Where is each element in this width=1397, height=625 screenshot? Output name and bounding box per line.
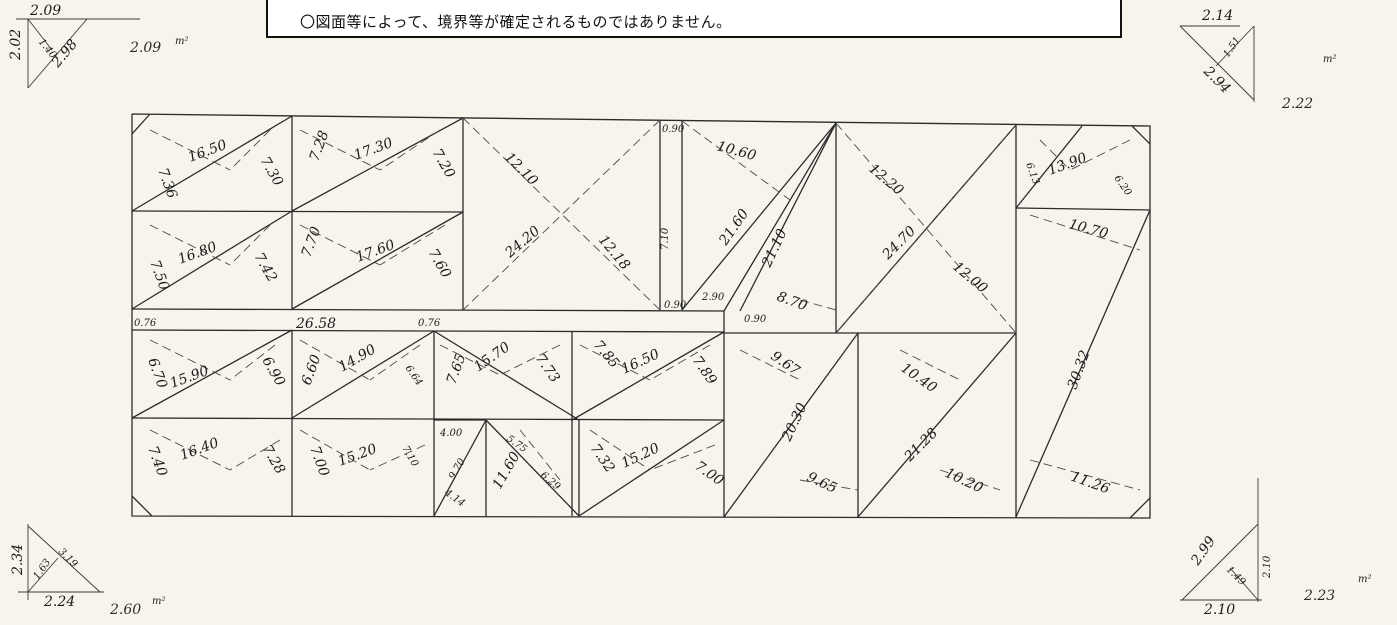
dim-label: 12.20 [865, 161, 906, 199]
dim-label: 21.28 [901, 425, 941, 465]
dim-label: 7.10 [399, 444, 420, 469]
corner-area-unit: m² [152, 596, 166, 607]
corner-label: 2.98 [48, 36, 81, 71]
dim-label: 6.29 [538, 470, 563, 493]
notice-text: 〇図面等によって、境界等が確定されるものではありません。 [300, 13, 732, 31]
dim-label: 14.90 [336, 342, 379, 376]
dim-label: 7.50 [146, 258, 172, 293]
dim-label: 0.90 [664, 300, 687, 311]
dim-label: 6.60 [299, 353, 325, 388]
dim-label: 6.64 [403, 363, 425, 388]
corner-triangle-bottom-right: 2.99 1.49 2.10 2.10 2.23 m² [1180, 478, 1372, 618]
dim-label: 10.60 [715, 138, 758, 164]
corner-label: 2.10 [1262, 555, 1273, 579]
corner-label: 1.63 [31, 557, 53, 582]
corner-triangle-top-left: 2.09 2.02 1.40 2.98 2.09 m² [8, 3, 189, 89]
dim-label: 12.10 [501, 150, 541, 190]
dim-label: 6.70 [144, 356, 170, 391]
corner-label: 2.10 [1203, 602, 1235, 618]
dim-label: 26.58 [295, 316, 336, 332]
dim-label: 0.76 [418, 318, 441, 329]
dim-label: 15.20 [619, 440, 662, 471]
dim-label: 16.50 [186, 137, 229, 166]
dim-label: 7.28 [259, 442, 288, 477]
dim-label: 7.10 [660, 227, 671, 250]
dim-label: 17.30 [352, 135, 395, 164]
dim-label: 12.18 [595, 232, 633, 273]
dim-label: 9.65 [804, 469, 839, 497]
corner-area-label: 2.23 [1303, 588, 1335, 604]
division-lines [131, 115, 1151, 518]
dim-label: 7.42 [251, 250, 280, 285]
dim-label: 7.00 [692, 458, 727, 489]
dim-label: 12.00 [949, 259, 990, 297]
dim-label: 6.13 [1023, 161, 1041, 186]
corner-area-label: 2.60 [109, 602, 141, 618]
corner-label: 2.14 [1201, 8, 1233, 24]
dim-label: 30.32 [1065, 348, 1094, 391]
corner-label: 2.09 [29, 3, 61, 19]
dim-label: 11.26 [1069, 469, 1112, 498]
dim-label: 9.67 [768, 348, 803, 379]
dim-label: 4.00 [439, 428, 463, 439]
dim-label: 7.20 [429, 146, 458, 181]
dim-label: 11.60 [490, 449, 524, 492]
dim-label: 6.90 [259, 354, 288, 389]
dim-label: 7.73 [532, 351, 563, 386]
dim-label: 10.40 [898, 360, 940, 396]
notice-box: 〇図面等によって、境界等が確定されるものではありません。 [266, 0, 1122, 38]
dim-label: 7.28 [307, 129, 333, 164]
dim-label: 16.50 [619, 346, 662, 377]
dimension-labels: 7.36 16.50 7.30 7.28 17.30 7.20 12.10 24… [134, 124, 1134, 509]
dim-label: 7.85 [590, 337, 622, 371]
dim-label: 15.70 [471, 339, 513, 375]
corner-area-unit: m² [175, 36, 189, 47]
dim-label: 7.60 [425, 246, 454, 281]
corner-area-label: 2.22 [1281, 96, 1313, 112]
corner-area-unit: m² [1323, 54, 1337, 65]
corner-triangle-top-right: 2.14 1.51 2.94 2.22 m² [1179, 8, 1337, 112]
dim-label: 7.30 [257, 154, 286, 189]
dim-label: 10.70 [1067, 216, 1110, 242]
corner-label: 2.02 [8, 29, 24, 61]
corner-label: 2.94 [1199, 63, 1233, 97]
corner-area-unit: m² [1358, 574, 1372, 585]
corner-area-label: 2.09 [129, 40, 161, 56]
dim-label: 24.20 [502, 223, 544, 262]
dim-label: 8.70 [775, 289, 810, 315]
dim-label: 7.32 [587, 441, 618, 476]
dim-label: 2.90 [701, 292, 725, 303]
dim-label: 20.30 [779, 401, 811, 445]
corner-label: 3.19 [56, 546, 80, 570]
dim-label: 16.80 [176, 239, 219, 268]
dim-label: 13.90 [1046, 150, 1089, 179]
dim-label: 16.40 [178, 435, 221, 464]
dim-label: 21.10 [759, 227, 791, 271]
dim-label: 10.20 [942, 465, 985, 496]
dim-label: 7.40 [144, 444, 170, 479]
corner-label: 2.34 [10, 544, 26, 576]
dim-label: 7.00 [306, 444, 332, 479]
lot-outline [131, 113, 1151, 519]
height-lines [149, 117, 1141, 491]
dim-label: 21.60 [716, 206, 753, 249]
corner-label: 2.99 [1188, 534, 1220, 570]
corner-label: 2.24 [43, 594, 75, 610]
dim-label: 4.14 [441, 487, 466, 509]
dim-label: 15.20 [336, 441, 379, 470]
dim-label: 0.76 [134, 318, 157, 329]
dim-label: 7.65 [444, 352, 470, 387]
dim-label: 7.70 [299, 225, 325, 260]
corner-triangle-bottom-left: 2.34 1.63 3.19 2.24 2.60 m² [10, 524, 166, 618]
corner-label: 1.51 [1221, 35, 1243, 60]
dim-label: 0.90 [744, 314, 767, 325]
dim-label: 15.90 [168, 363, 211, 392]
dim-label: 0.90 [662, 124, 685, 135]
dim-label: 7.89 [689, 353, 720, 388]
dim-label: 6.20 [1112, 173, 1134, 198]
